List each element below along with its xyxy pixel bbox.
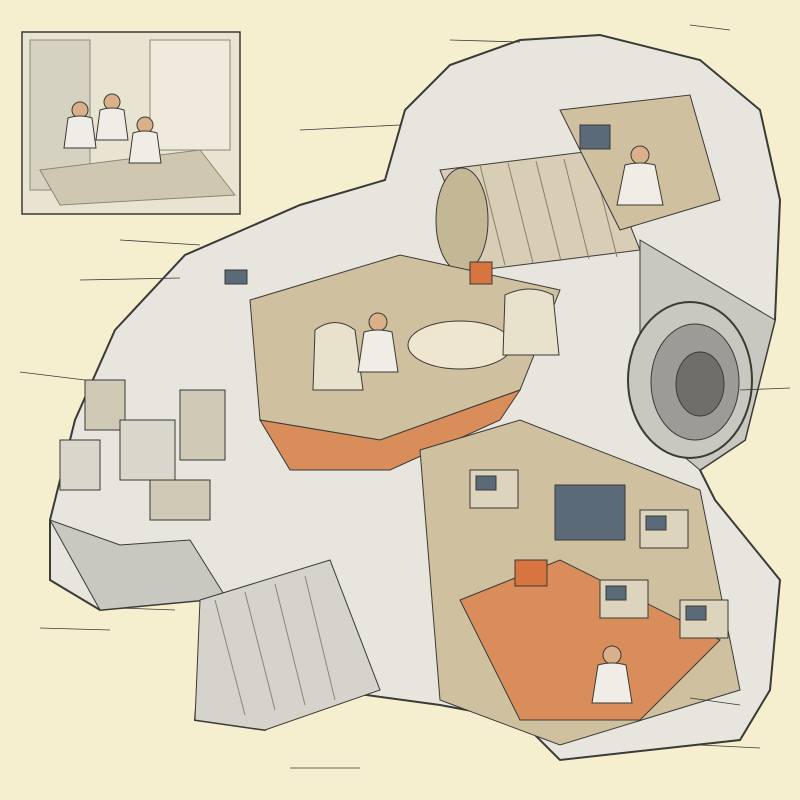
- pilot-monitor: [579, 124, 611, 150]
- leader-line-3: [19, 371, 86, 381]
- console-screen-3: [685, 605, 707, 621]
- equipment-block-0: [84, 379, 126, 431]
- engine-pod-rib-3: [304, 575, 336, 701]
- control-room-with-consoles: [419, 419, 741, 746]
- lounge-orange-crate: [469, 261, 493, 285]
- orange-equipment-crate: [514, 559, 548, 587]
- console-screen-2: [605, 585, 627, 601]
- engine-pod-rib-2: [274, 583, 306, 706]
- operator-head: [602, 645, 622, 665]
- console-screen-0: [475, 475, 497, 491]
- crew-lounge-inset: [21, 31, 241, 215]
- lower-engine-pod: [194, 559, 381, 731]
- crew-lounge-with-table: [249, 254, 561, 471]
- lounge-floor: [259, 389, 522, 471]
- leader-line-1: [119, 239, 201, 246]
- crew-head-lounge: [368, 312, 388, 332]
- leader-line-11: [119, 607, 176, 611]
- thruster-core: [675, 351, 725, 417]
- round-thruster-nozzle: [627, 301, 753, 459]
- reactor-rib-3: [563, 158, 590, 260]
- leader-line-9: [39, 627, 111, 631]
- inset-crew-body-2: [128, 130, 162, 164]
- inset-crew-body-0: [63, 115, 97, 149]
- engine-pod-rib-0: [214, 599, 246, 716]
- leader-line-5: [689, 24, 731, 31]
- annotation-leader-lines: [19, 24, 791, 769]
- engine-cylinder: [435, 149, 641, 273]
- equipment-block-1: [119, 419, 176, 481]
- leader-line-7: [699, 744, 761, 749]
- pilot-body: [616, 162, 664, 206]
- pilot-head: [630, 145, 650, 165]
- reactor-rib-2: [535, 160, 562, 262]
- leader-line-10: [689, 697, 741, 706]
- main-display-screen: [554, 484, 626, 541]
- lounge-chair-left: [312, 322, 364, 391]
- reactor-rib-0: [479, 164, 506, 266]
- crew-body-lounge: [357, 329, 399, 373]
- console-screen-1: [645, 515, 667, 531]
- operator-body: [591, 662, 633, 704]
- inset-crew-body-1: [95, 107, 129, 141]
- equipment-block-3: [59, 439, 101, 491]
- lounge-chair-right: [502, 288, 560, 356]
- reactor-rib-1: [507, 162, 534, 264]
- hull-vent-panel: [224, 269, 248, 285]
- leader-line-0: [299, 124, 401, 131]
- inset-window: [149, 39, 231, 151]
- engine-pod-body: [194, 559, 381, 731]
- leader-line-4: [449, 39, 521, 43]
- reactor-end-cap: [435, 167, 489, 273]
- equipment-block-4: [149, 479, 211, 521]
- engine-pod-rib-1: [244, 591, 276, 711]
- leader-line-2: [79, 277, 181, 281]
- left-equipment-stack: [59, 269, 248, 521]
- leader-line-6: [739, 387, 791, 391]
- upper-pilot-room: [559, 94, 721, 231]
- lounge-table: [407, 320, 513, 370]
- equipment-block-2: [179, 389, 226, 461]
